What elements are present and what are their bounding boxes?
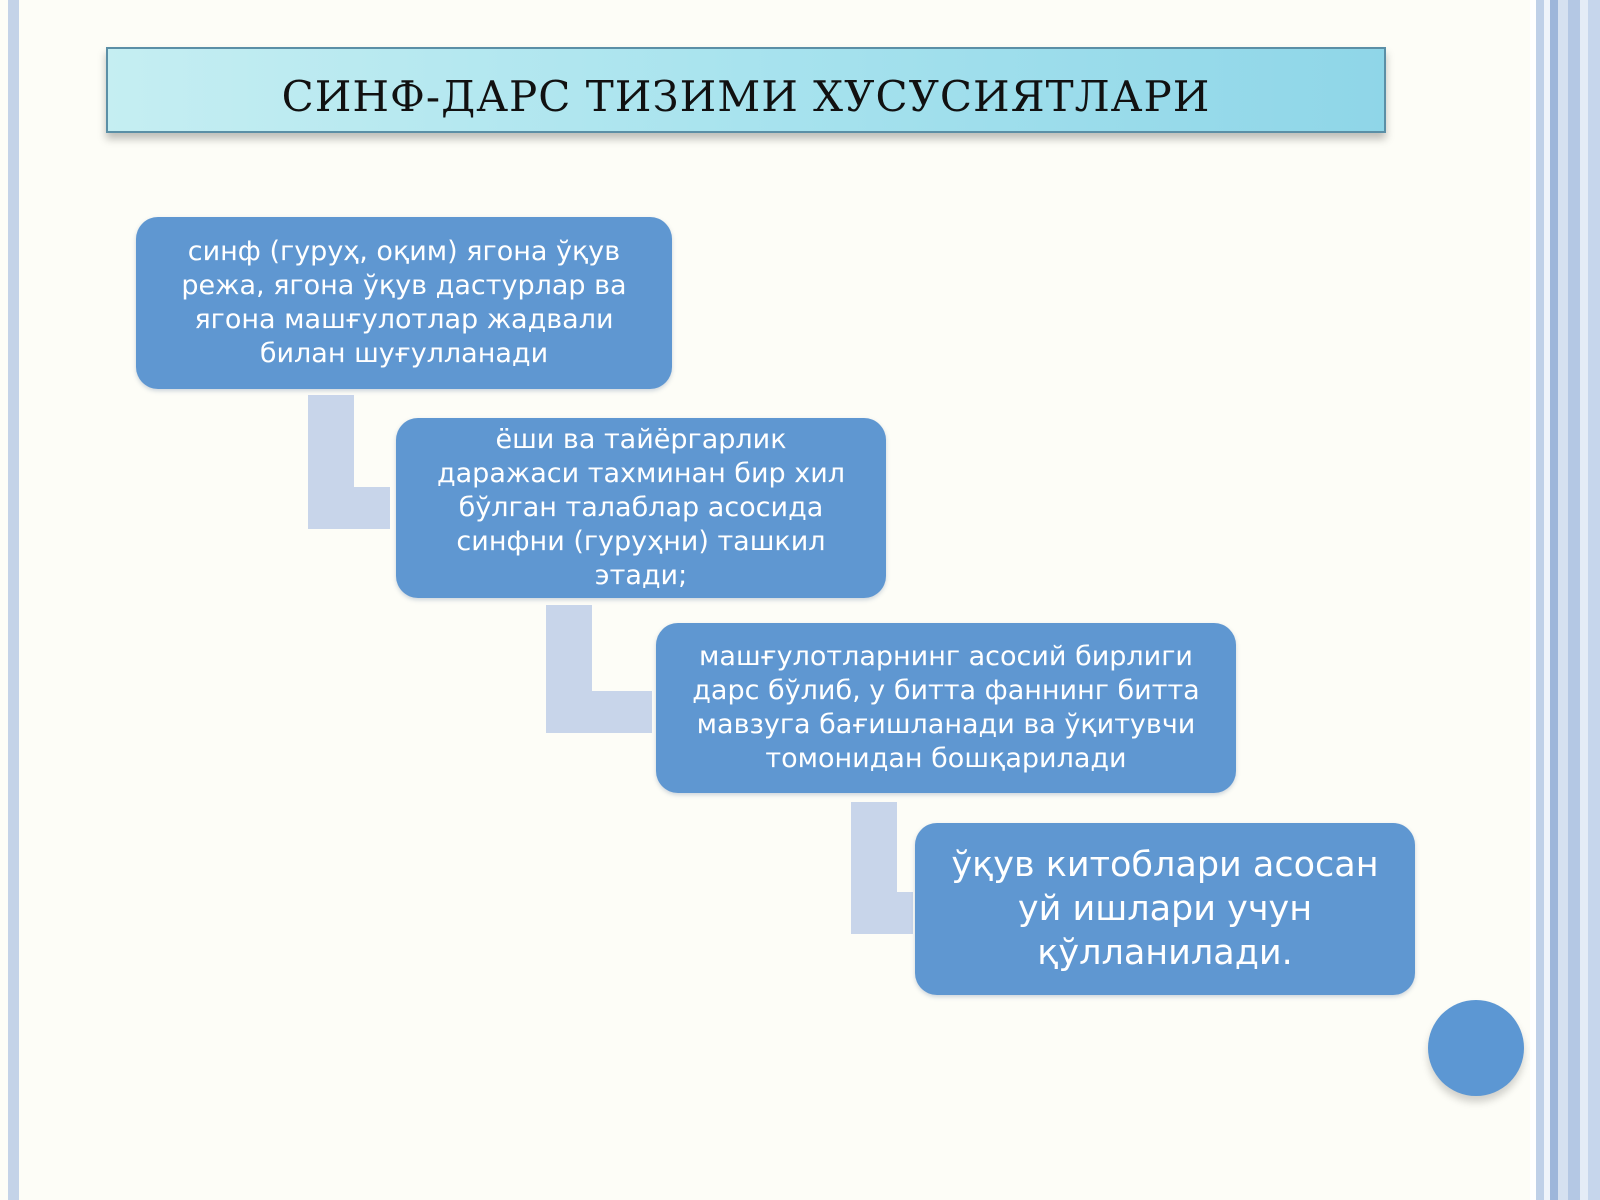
step-text-4: ўқув китоблари асосан уй ишлари учун қўл… [951,845,1379,973]
connector-2-3 [546,605,652,733]
right-decorative-stripes [1530,0,1600,1200]
connector-1-2 [308,395,390,529]
step-text-2: ёши ва тайёргарлик даражаси тахминан бир… [436,424,846,591]
step-box-4: ўқув китоблари асосан уй ишлари учун қўл… [915,823,1415,995]
connector-3-4 [851,802,913,934]
title-banner: СИНФ-ДАРС ТИЗИМИ ХУСУСИЯТЛАРИ [106,47,1386,133]
step-box-2: ёши ва тайёргарлик даражаси тахминан бир… [396,418,886,598]
slide-title: СИНФ-ДАРС ТИЗИМИ ХУСУСИЯТЛАРИ [281,71,1211,121]
step-text-1: синф (гуруҳ, оқим) ягона ўқув режа, ягон… [181,236,627,369]
decorative-circle [1428,1000,1524,1096]
left-decorative-strip [8,0,19,1200]
step-text-3: машғулотларнинг асосий бирлиги дарс бўли… [692,641,1200,774]
step-box-3: машғулотларнинг асосий бирлиги дарс бўли… [656,623,1236,793]
step-box-1: синф (гуруҳ, оқим) ягона ўқув режа, ягон… [136,217,672,389]
